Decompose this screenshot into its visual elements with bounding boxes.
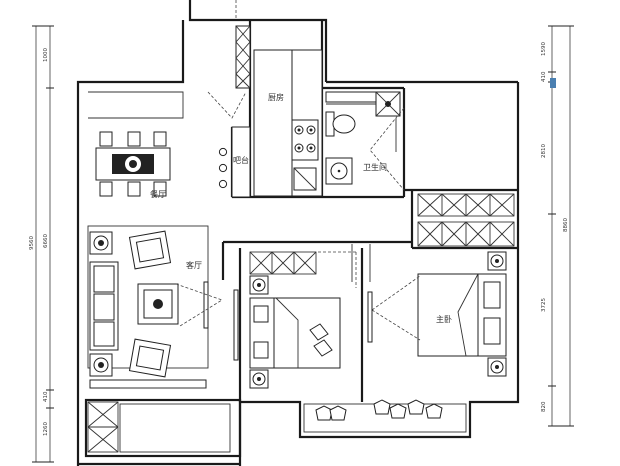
dimension-left: 9560 1000 6660 410 1260 <box>29 25 54 463</box>
bar-stool-icon <box>218 147 228 189</box>
dim-left-total: 9560 <box>29 236 35 250</box>
dim-right-seg-3: 2810 <box>541 144 547 158</box>
master-nightstand-icon <box>487 251 507 377</box>
master-pillow-icon <box>483 281 501 345</box>
dim-left-seg-2: 6660 <box>43 234 49 248</box>
dim-right-seg-4: 3725 <box>541 298 547 312</box>
room-label-master-bedroom: 主卧 <box>436 314 452 324</box>
tv-cabinet-icon <box>203 281 209 329</box>
room-label-living: 客厅 <box>186 260 202 270</box>
sink-icon <box>325 157 353 185</box>
armchair-icon <box>128 230 172 378</box>
side-table-icon <box>89 231 113 377</box>
room-label-dining: 餐厅 <box>150 190 166 199</box>
kitchen-cabinet-crosses <box>235 25 251 89</box>
coffee-table-icon <box>137 283 179 325</box>
room-label-bar: 吧台 <box>233 155 249 165</box>
second-bedroom <box>233 251 357 389</box>
doors <box>235 0 397 282</box>
dim-left-seg-1: 1000 <box>43 48 49 62</box>
dim-right-seg-2: 410 <box>541 71 547 82</box>
bar-area: 吧台 <box>218 126 251 198</box>
wardrobe-row-2 <box>417 221 515 247</box>
stove-icon <box>291 119 319 161</box>
balcony-storage <box>87 401 119 453</box>
wardrobe-second-bedroom <box>249 251 317 275</box>
shower-icon <box>375 91 401 117</box>
centerpiece-icon <box>112 154 154 174</box>
dim-left-seg-3: 410 <box>43 391 49 402</box>
toilet-icon <box>325 111 356 137</box>
dim-right-seg-5: 820 <box>541 401 547 412</box>
dim-right-seg-1: 1590 <box>541 42 547 56</box>
dim-right-total: 8860 <box>563 218 569 232</box>
dining-chair-icon <box>99 131 167 197</box>
wardrobe-row-1 <box>417 193 515 217</box>
master-bedroom: 主卧 <box>367 251 507 377</box>
kitchen: 厨房 <box>207 25 323 197</box>
exterior-walls <box>76 0 520 466</box>
room-label-bathroom: 卫生间 <box>363 162 387 172</box>
sofa-icon <box>89 261 119 351</box>
dimension-right: 1590 410 2810 3725 820 8860 <box>541 25 574 427</box>
plant-icon <box>315 399 443 421</box>
dining-area: 餐厅 <box>95 131 171 199</box>
nightstand-icon <box>249 275 269 389</box>
bathroom: 卫生间 <box>325 91 405 191</box>
living-area: 客厅 <box>87 225 223 389</box>
balcony-right <box>303 399 467 433</box>
room-label-kitchen: 厨房 <box>268 92 284 102</box>
wardrobes <box>87 193 515 453</box>
pillow-icon <box>253 305 333 359</box>
dim-left-seg-4: 1260 <box>43 422 49 436</box>
